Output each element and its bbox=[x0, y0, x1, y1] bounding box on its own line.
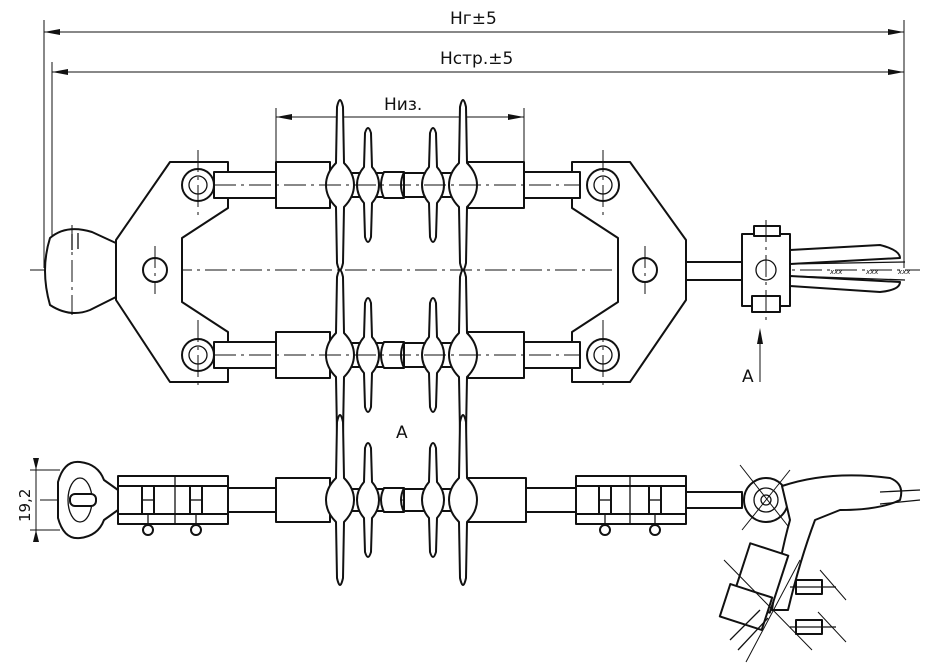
dimension-insulation: Низ. bbox=[275, 95, 525, 165]
view-arrow: A bbox=[742, 328, 763, 387]
bottom-side-clamp bbox=[718, 464, 921, 663]
dimension-eye: 19,2 bbox=[16, 458, 60, 542]
bottom-right-clevis bbox=[575, 475, 743, 536]
section-label: A bbox=[396, 423, 408, 443]
view-arrow-label: A bbox=[742, 367, 754, 387]
dimension-structural: Нстр.±5 bbox=[51, 49, 904, 262]
dimension-eye-label: 19,2 bbox=[16, 489, 34, 522]
cable-mark-2: xxx bbox=[865, 268, 879, 276]
right-yoke-plate bbox=[571, 150, 687, 390]
dimension-total: Hг±5 bbox=[43, 9, 905, 268]
cable-mark-1: xxx bbox=[829, 268, 843, 276]
dimension-structural-label: Нстр.±5 bbox=[440, 49, 513, 69]
upper-insulator bbox=[213, 99, 581, 271]
right-clamp: xxx xxx xxx bbox=[685, 220, 911, 320]
bottom-insulator bbox=[227, 414, 577, 586]
dimension-total-label: Hг±5 bbox=[450, 9, 497, 29]
left-yoke-plate bbox=[115, 150, 229, 390]
cable-mark-3: xxx bbox=[897, 268, 911, 276]
left-eye-fitting bbox=[44, 225, 119, 315]
bottom-eye-link bbox=[57, 460, 119, 540]
lower-insulator bbox=[213, 269, 581, 441]
dimension-insulation-label: Низ. bbox=[384, 95, 422, 115]
bottom-left-clevis bbox=[117, 475, 229, 536]
